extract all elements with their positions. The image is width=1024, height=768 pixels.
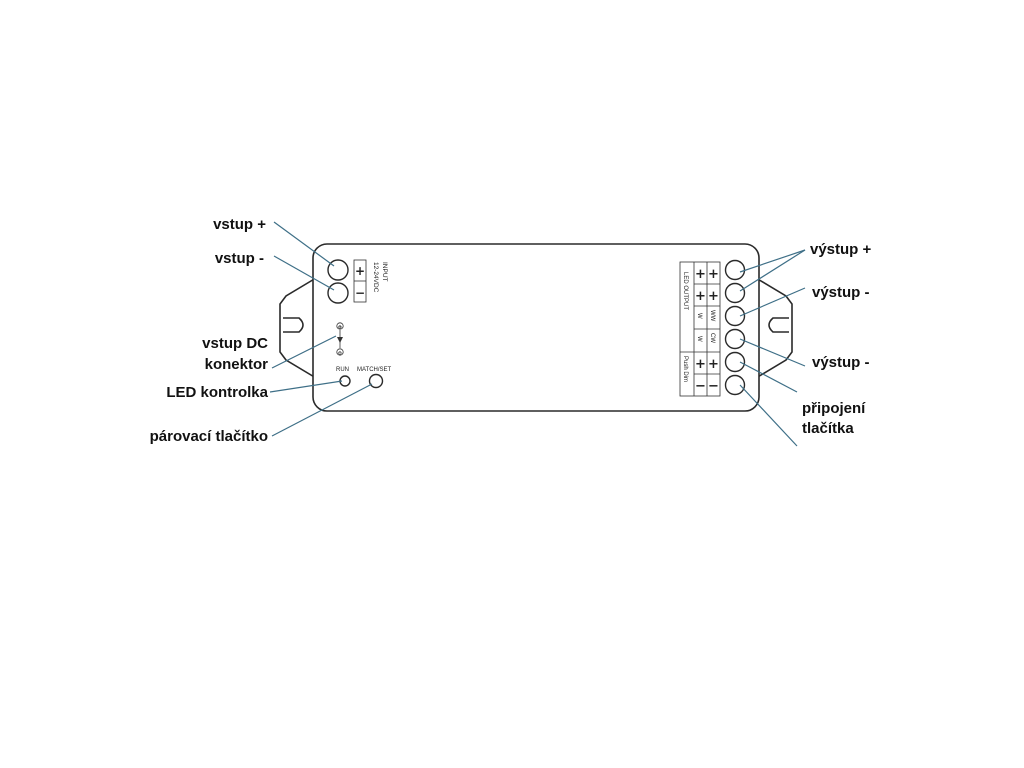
label-vstup-minus: vstup - (215, 250, 264, 267)
output-row-1-b: + (708, 267, 719, 282)
input-polarity-box: + − (353, 259, 367, 303)
input-plus-terminal (327, 259, 349, 281)
leader-parovaci (271, 383, 373, 437)
output-row-4-b: CW (709, 333, 715, 343)
leader-vstup-minus (273, 255, 335, 291)
input-minus-terminal (327, 282, 349, 304)
leader-vystup-plus-a (739, 249, 806, 273)
output-terminal-2 (724, 282, 746, 304)
push-dim-label: Push Dim (682, 356, 688, 382)
output-row-5-a: + (695, 357, 706, 372)
leader-vystup-minus-1 (739, 287, 806, 317)
label-pripojeni-line1: připojení (802, 400, 866, 417)
match-set-label: MATCH/SET (357, 367, 392, 373)
match-set-button (368, 373, 384, 389)
label-vystup-plus: výstup + (810, 241, 872, 258)
input-minus-glyph: − (355, 286, 365, 300)
input-plus-glyph: + (355, 264, 365, 278)
output-row-4-a: W (696, 336, 702, 342)
controller-housing (312, 243, 760, 412)
output-label-table: LED OUTPUT Push Dim + + + + W WW W CW + … (679, 261, 721, 397)
leader-vstup-plus (273, 221, 335, 267)
output-row-2-b: + (708, 289, 719, 304)
output-terminal-4 (724, 328, 746, 350)
label-vystup-minus-1: výstup - (812, 284, 870, 301)
output-row-3-a: W (696, 313, 702, 319)
output-row-2-a: + (695, 289, 706, 304)
leader-vystup-plus-b (739, 249, 806, 292)
run-label: RUN (336, 367, 349, 373)
output-row-5-b: + (708, 357, 719, 372)
output-terminal-6 (724, 374, 746, 396)
led-output-header: LED OUTPUT (682, 272, 688, 310)
label-vstup-plus: vstup + (213, 216, 266, 233)
dc-plus-glyph: ⊕ (338, 324, 342, 330)
label-pripojeni-line2: tlačítka (802, 420, 854, 437)
input-header-text: INPUT (381, 262, 388, 282)
output-row-6-a: − (695, 379, 706, 394)
leader-vystup-minus-2 (739, 338, 806, 367)
leader-pripojeni-a (739, 361, 798, 393)
leader-pripojeni-b (739, 384, 798, 447)
label-vystup-minus-2: výstup - (812, 354, 870, 371)
label-parovaci-tlacitko: párovací tlačítko (150, 428, 268, 445)
output-row-3-b: WW (709, 310, 715, 322)
dc-minus-glyph: ⊖ (338, 350, 342, 356)
leader-led (269, 380, 343, 393)
leader-lines (269, 221, 806, 447)
output-terminal-5 (724, 351, 746, 373)
input-voltage-text: 12-24VDC (372, 262, 379, 293)
mounting-ear-right (755, 276, 793, 380)
mounting-ear-left (279, 276, 317, 380)
output-row-1-a: + (695, 267, 706, 282)
output-terminal-3 (724, 305, 746, 327)
label-dc-line2: konektor (205, 356, 269, 373)
label-led-kontrolka: LED kontrolka (166, 384, 268, 401)
dc-connector-symbol: ⊕ ⊖ (336, 322, 344, 356)
output-row-6-b: − (708, 379, 719, 394)
output-terminal-1 (724, 259, 746, 281)
leader-dc (271, 335, 337, 369)
label-dc-line1: vstup DC (202, 335, 268, 352)
